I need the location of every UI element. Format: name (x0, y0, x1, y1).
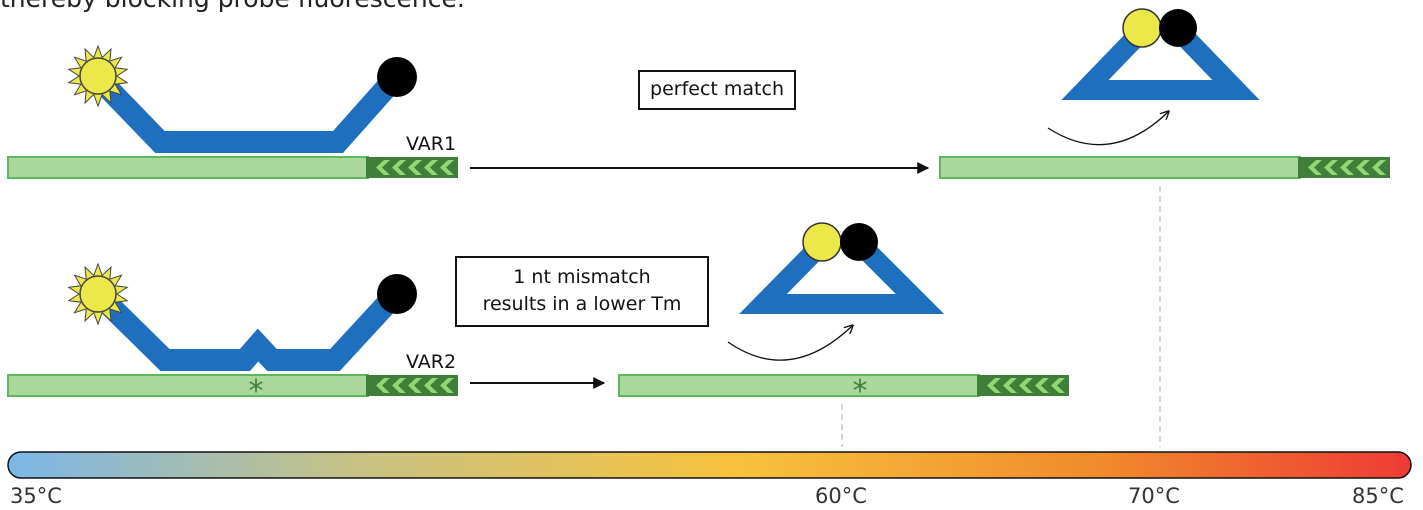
fluorophore-quenched-icon (802, 222, 842, 262)
perfect-match-box: perfect match (638, 70, 796, 110)
var2-probe-unbound (92, 288, 403, 371)
var2-primer-chevrons-free (987, 378, 1065, 393)
var1-probe-hairpin (1061, 23, 1260, 100)
quencher-icon (377, 274, 417, 314)
mismatch-label-line1: 1 nt mismatch (513, 266, 651, 288)
var1-target-strand (7, 156, 369, 179)
var1-primer-chevrons-free (1308, 160, 1386, 175)
quencher-icon (1159, 9, 1197, 47)
var1-target-strand-free (939, 156, 1301, 179)
var1-curved-arrow (1047, 112, 1168, 146)
var1-primer-chevrons (376, 160, 454, 175)
temperature-gradient-bar (7, 451, 1412, 479)
var2-probe-hairpin (739, 236, 945, 314)
quencher-icon (377, 57, 417, 97)
var1-label: VAR1 (406, 133, 457, 155)
var2-label: VAR2 (406, 351, 457, 373)
fluorophore-sun-icon (67, 262, 129, 326)
var2-primer-chevrons (376, 378, 454, 393)
var2-curved-arrow (727, 326, 852, 361)
quencher-icon (840, 223, 878, 261)
var2-melted-group: * (618, 222, 1069, 409)
mismatch-label-line2: results in a lower Tm (482, 293, 682, 315)
var1-unbound-group (7, 44, 458, 179)
var2-target-strand (7, 374, 369, 397)
temp-label-35: 35°C (10, 484, 62, 508)
figure-caption: thereby blocking probe fluorescence. (0, 0, 465, 13)
temp-label-85: 85°C (1352, 484, 1404, 508)
fluorophore-sun-icon (67, 44, 129, 108)
var2-mismatch-marker-free: * (853, 374, 868, 409)
temp-label-70: 70°C (1128, 484, 1180, 508)
var2-mismatch-marker: * (249, 374, 264, 409)
var2-unbound-group: * (7, 262, 458, 409)
var1-probe-unbound (92, 70, 404, 153)
fluorophore-quenched-icon (1122, 8, 1162, 48)
var2-target-strand-free (618, 374, 980, 397)
temp-label-60: 60°C (815, 484, 867, 508)
mismatch-box: 1 nt mismatch results in a lower Tm (455, 256, 709, 327)
perfect-match-label: perfect match (650, 78, 784, 100)
var1-melted-group (939, 8, 1390, 179)
